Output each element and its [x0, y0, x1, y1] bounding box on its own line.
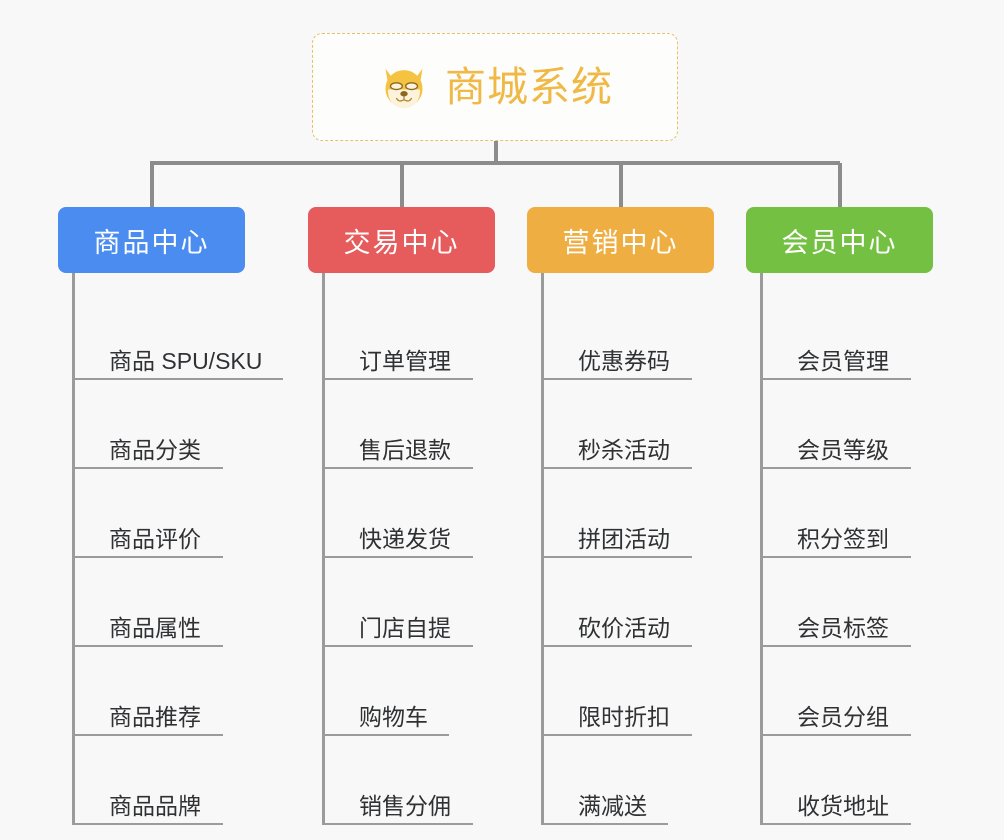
leaf-list-2: 优惠券码 秒杀活动 拼团活动 砍价活动 限时折扣 满减送 — [541, 273, 749, 825]
leaf-label: 商品推荐 — [109, 703, 201, 730]
leaf-label: 秒杀活动 — [578, 436, 670, 463]
leaf-list-0: 商品 SPU/SKU 商品分类 商品评价 商品属性 商品推荐 商品品牌 — [72, 273, 283, 825]
leaf-label: 快递发货 — [359, 525, 451, 552]
leaf-underline — [763, 556, 911, 558]
leaf-underline — [325, 823, 473, 825]
leaf-label: 商品评价 — [109, 525, 201, 552]
list-item[interactable]: 会员等级 — [763, 380, 968, 469]
leaf-underline — [763, 378, 911, 380]
leaf-list-1: 订单管理 售后退款 快递发货 门店自提 购物车 销售分佣 — [322, 273, 530, 825]
root-title: 商城系统 — [445, 63, 613, 110]
leaf-label: 购物车 — [359, 703, 428, 730]
connector-bus-line — [150, 161, 840, 165]
list-item[interactable]: 订单管理 — [325, 291, 530, 380]
leaf-label: 门店自提 — [359, 614, 451, 641]
list-item[interactable]: 收货地址 — [763, 736, 968, 825]
category-label: 会员中心 — [781, 227, 898, 258]
leaf-label: 会员等级 — [797, 436, 889, 463]
leaf-label: 售后退款 — [359, 436, 451, 463]
connector-root-stem — [494, 141, 498, 164]
list-item[interactable]: 积分签到 — [763, 469, 968, 558]
category-label: 营销中心 — [562, 227, 679, 258]
category-header-3[interactable]: 会员中心 — [746, 207, 933, 273]
category-column-1: 交易中心 订单管理 售后退款 快递发货 门店自提 购物车 — [308, 207, 530, 825]
category-header-0[interactable]: 商品中心 — [58, 207, 245, 273]
list-item[interactable]: 销售分佣 — [325, 736, 530, 825]
category-column-2: 营销中心 优惠券码 秒杀活动 拼团活动 砍价活动 限时折扣 — [527, 207, 749, 825]
leaf-underline — [544, 556, 692, 558]
list-item[interactable]: 商品 SPU/SKU — [75, 291, 283, 380]
root-node[interactable]: 商城系统 — [312, 33, 678, 141]
leaf-underline — [763, 823, 911, 825]
shiba-dog-emoji — [377, 60, 431, 114]
category-header-2[interactable]: 营销中心 — [527, 207, 714, 273]
leaf-label: 拼团活动 — [578, 525, 670, 552]
leaf-label: 销售分佣 — [359, 792, 451, 819]
leaf-underline — [544, 645, 692, 647]
leaf-list-3: 会员管理 会员等级 积分签到 会员标签 会员分组 收货地址 — [760, 273, 968, 825]
leaf-underline — [325, 734, 449, 736]
leaf-label: 收货地址 — [797, 792, 889, 819]
leaf-underline — [763, 467, 911, 469]
leaf-label: 商品分类 — [109, 436, 201, 463]
leaf-label: 商品品牌 — [109, 792, 201, 819]
category-header-1[interactable]: 交易中心 — [308, 207, 495, 273]
list-item[interactable]: 满减送 — [544, 736, 749, 825]
leaf-underline — [325, 378, 473, 380]
list-item[interactable]: 砍价活动 — [544, 558, 749, 647]
list-item[interactable]: 商品评价 — [75, 469, 280, 558]
leaf-label: 优惠券码 — [578, 347, 670, 374]
leaf-underline — [325, 467, 473, 469]
list-item[interactable]: 优惠券码 — [544, 291, 749, 380]
list-item[interactable]: 拼团活动 — [544, 469, 749, 558]
leaf-label: 会员管理 — [797, 347, 889, 374]
leaf-underline — [75, 823, 223, 825]
leaf-label: 积分签到 — [797, 525, 889, 552]
leaf-underline — [544, 467, 692, 469]
connector-drop-1 — [400, 163, 404, 208]
leaf-underline — [325, 556, 473, 558]
leaf-underline — [75, 556, 223, 558]
list-item[interactable]: 商品品牌 — [75, 736, 280, 825]
leaf-label: 满减送 — [578, 792, 647, 819]
leaf-label: 限时折扣 — [578, 703, 670, 730]
leaf-label: 会员标签 — [797, 614, 889, 641]
list-item[interactable]: 商品推荐 — [75, 647, 280, 736]
list-item[interactable]: 秒杀活动 — [544, 380, 749, 469]
leaf-underline — [75, 645, 223, 647]
list-item[interactable]: 快递发货 — [325, 469, 530, 558]
category-label: 交易中心 — [343, 227, 460, 258]
leaf-underline — [544, 378, 692, 380]
leaf-underline — [75, 378, 283, 380]
leaf-underline — [75, 734, 223, 736]
list-item[interactable]: 商品属性 — [75, 558, 280, 647]
list-item[interactable]: 门店自提 — [325, 558, 530, 647]
connector-drop-0 — [150, 163, 154, 208]
list-item[interactable]: 商品分类 — [75, 380, 280, 469]
connector-drop-2 — [619, 163, 623, 208]
category-column-0: 商品中心 商品 SPU/SKU 商品分类 商品评价 商品属性 商品推荐 — [58, 207, 283, 825]
leaf-underline — [75, 467, 223, 469]
leaf-label: 商品属性 — [109, 614, 201, 641]
category-column-3: 会员中心 会员管理 会员等级 积分签到 会员标签 会员分组 — [746, 207, 968, 825]
leaf-label: 订单管理 — [359, 347, 451, 374]
list-item[interactable]: 限时折扣 — [544, 647, 749, 736]
list-item[interactable]: 售后退款 — [325, 380, 530, 469]
list-item[interactable]: 会员分组 — [763, 647, 968, 736]
leaf-label: 会员分组 — [797, 703, 889, 730]
leaf-underline — [763, 645, 911, 647]
leaf-underline — [544, 734, 692, 736]
list-item[interactable]: 购物车 — [325, 647, 530, 736]
leaf-label: 商品 SPU/SKU — [109, 347, 263, 374]
list-item[interactable]: 会员标签 — [763, 558, 968, 647]
leaf-label: 砍价活动 — [578, 614, 670, 641]
leaf-underline — [763, 734, 911, 736]
connector-drop-3 — [838, 163, 842, 208]
leaf-underline — [325, 645, 473, 647]
leaf-underline — [544, 823, 668, 825]
category-label: 商品中心 — [93, 227, 210, 258]
list-item[interactable]: 会员管理 — [763, 291, 968, 380]
